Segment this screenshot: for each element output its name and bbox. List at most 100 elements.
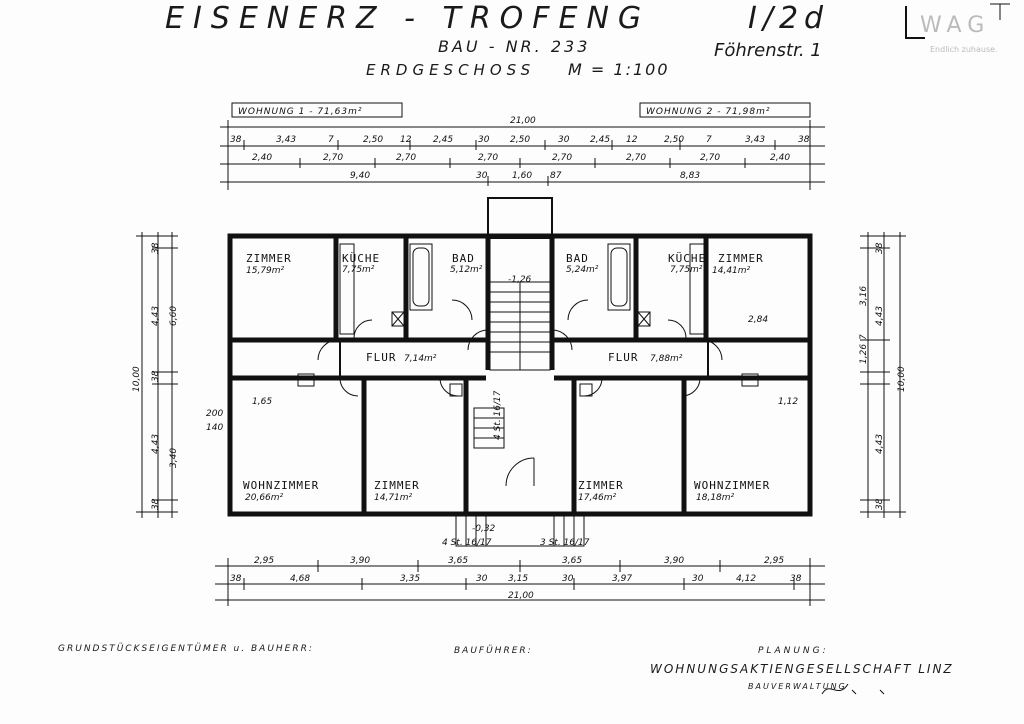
dim-right-6: 4,43: [875, 434, 885, 454]
left-dimensions: [136, 232, 178, 518]
dim-right-7: 38: [875, 498, 885, 510]
dim-top-r3-2: 1,60: [512, 171, 532, 181]
stair-steps-right: 3 St. 16/17: [540, 538, 590, 548]
room-zimmer-left: ZIMMER: [246, 252, 292, 265]
dim-top-total: 21,00: [510, 116, 536, 126]
unit-right-box: [639, 102, 811, 118]
plan-code: I/2d: [748, 1, 829, 36]
room-wohnzimmer-right: WOHNZIMMER: [694, 479, 770, 492]
room-zimmer-mid-left-area: 14,71m²: [374, 493, 413, 503]
dim-top-r1-5: 2,45: [433, 135, 453, 145]
dim-top-r3-1: 30: [476, 171, 488, 181]
room-bad-left: BAD: [452, 252, 475, 265]
dim-top-r2-4: 2,70: [552, 153, 572, 163]
room-kueche-left: KÜCHE: [342, 252, 380, 265]
dim-left-0: 10,00: [132, 366, 142, 392]
unit-right-label: WOHNUNG 2 - 71,98m²: [646, 107, 770, 117]
room-kueche-left-area: 7,75m²: [342, 265, 375, 275]
dim-bot-r2-4: 3,15: [508, 574, 528, 584]
room-flur-right: FLUR: [608, 351, 639, 364]
dim-right-4: 1,26: [859, 344, 869, 364]
dim-right-5: 38: [875, 242, 885, 254]
dim-165: 1,65: [252, 397, 272, 407]
scale-label: M = 1:100: [568, 60, 670, 79]
room-kueche-right-area: 7,75m²: [670, 265, 703, 275]
dim-bot-r2-2: 3,35: [400, 574, 420, 584]
dim-bot-r1-3: 3,65: [562, 556, 582, 566]
room-flur-left-area: 7,14m²: [404, 354, 437, 364]
dim-top-r3-0: 9,40: [350, 171, 370, 181]
unit-left-label: WOHNUNG 1 - 71,63m²: [238, 107, 362, 117]
dim-bot-r2-6: 3,97: [612, 574, 632, 584]
dim-bot-r1-1: 3,90: [350, 556, 370, 566]
dim-top-r1-1: 3,43: [276, 135, 296, 145]
dim-top-r2-0: 2,40: [252, 153, 272, 163]
dim-top-r1-0: 38: [230, 135, 242, 145]
dim-left-5: 3,40: [169, 448, 179, 468]
dim-112: 1,12: [778, 397, 798, 407]
footer-planning: PLANUNG:: [758, 646, 829, 656]
building-walls: [227, 197, 813, 517]
footer-company: WOHNUNGSAKTIENGESELLSCHAFT LINZ: [650, 662, 954, 676]
dim-140: 140: [206, 423, 223, 433]
dim-left-7: 38: [151, 498, 161, 510]
dim-right-3: 7: [859, 334, 869, 340]
dim-top-r1-10: 12: [626, 135, 638, 145]
room-flur-right-area: 7,88m²: [650, 354, 683, 364]
room-bad-right-area: 5,24m²: [566, 265, 599, 275]
dim-top-r1-14: 38: [798, 135, 810, 145]
signature: [821, 683, 885, 695]
dim-top-r1-9: 2,45: [590, 135, 610, 145]
dim-right-0: 10,00: [897, 366, 907, 392]
dim-bot-r1-4: 3,90: [664, 556, 684, 566]
dim-bot-r2-7: 30: [692, 574, 704, 584]
room-wohnzimmer-left-area: 20,66m²: [245, 493, 284, 503]
dim-284: 2,84: [748, 315, 768, 325]
dim-bot-r2-1: 4,68: [290, 574, 310, 584]
stair-top-level: -1,26: [508, 275, 532, 285]
dim-left-6: 38: [151, 370, 161, 382]
dim-bot-total: 21,00: [508, 591, 534, 601]
room-wohnzimmer-right-area: 18,18m²: [696, 493, 735, 503]
dim-top-r1-3: 2,50: [363, 135, 383, 145]
dim-bot-r1-5: 2,95: [764, 556, 784, 566]
room-flur-left: FLUR: [366, 351, 397, 364]
room-zimmer-right: ZIMMER: [718, 252, 764, 265]
dim-top-r1-6: 30: [478, 135, 490, 145]
room-zimmer-mid-right-area: 17,46m²: [578, 493, 617, 503]
frame-mark: [990, 3, 1010, 20]
floor-label: ERDGESCHOSS: [366, 61, 535, 79]
dim-top-r3-4: 8,83: [680, 171, 700, 181]
dim-top-r2-6: 2,70: [700, 153, 720, 163]
dim-top-r2-7: 2,40: [770, 153, 790, 163]
dim-top-r1-4: 12: [400, 135, 412, 145]
dim-bot-r2-3: 30: [476, 574, 488, 584]
dim-top-r1-7: 2,50: [510, 135, 530, 145]
dim-top-r2-1: 2,70: [323, 153, 343, 163]
dim-top-r1-12: 7: [706, 135, 712, 145]
dim-top-r2-2: 2,70: [396, 153, 416, 163]
dim-200: 200: [206, 409, 223, 419]
room-zimmer-right-area: 14,41m²: [712, 266, 751, 276]
dim-right-1: 3,16: [859, 286, 869, 306]
dim-left-3: 38: [151, 242, 161, 254]
dim-left-2: 4,43: [151, 306, 161, 326]
bau-nr: BAU - NR. 233: [438, 37, 590, 56]
stair-steps-left: 4 St. 16/17: [442, 538, 492, 548]
wag-tagline: Endlich zuhause.: [930, 45, 998, 54]
dim-bot-r2-5: 30: [562, 574, 574, 584]
fixtures: [297, 243, 759, 397]
dim-top-r1-11: 2,50: [664, 135, 684, 145]
wag-logo: WAG: [920, 13, 990, 38]
footer-dept: BAUVERWALTUNG: [748, 682, 847, 691]
dim-bot-r2-0: 38: [230, 574, 242, 584]
dim-right-2: 4,43: [875, 306, 885, 326]
room-zimmer-left-area: 15,79m²: [246, 266, 285, 276]
dim-bot-r1-2: 3,65: [448, 556, 468, 566]
dim-top-r1-2: 7: [328, 135, 334, 145]
dim-top-r2-3: 2,70: [478, 153, 498, 163]
plan-title: EISENERZ - TROFENG: [165, 1, 650, 36]
dim-bot-r1-0: 2,95: [254, 556, 274, 566]
